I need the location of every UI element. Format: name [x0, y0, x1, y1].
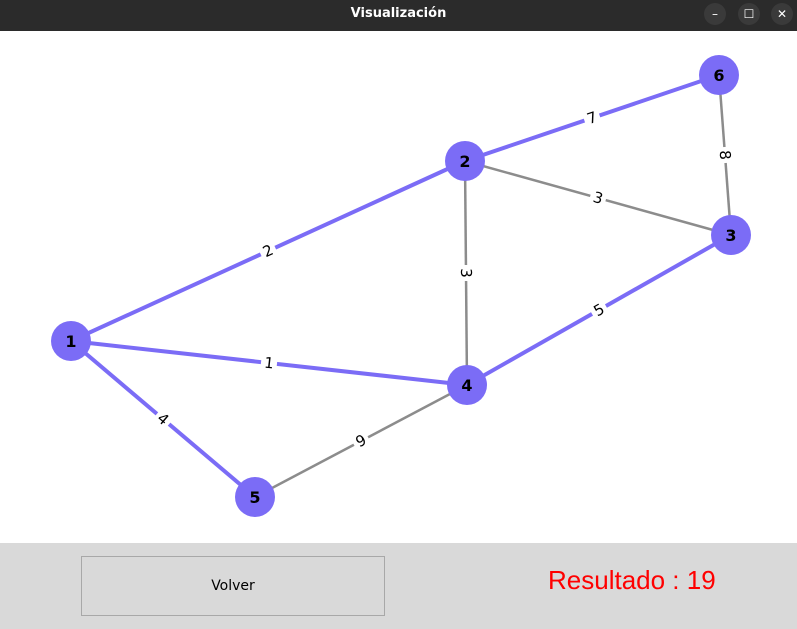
node-label-3: 3 — [725, 226, 736, 245]
node-label-4: 4 — [461, 376, 472, 395]
edge-weight-1-2: 2 — [256, 238, 280, 264]
graph-visualization: 2 1 4 7 5 3 3 8 9 1 2 3 4 5 6 — [51, 55, 751, 517]
graph-canvas: 2 1 4 7 5 3 3 8 9 1 2 3 4 5 6 — [0, 31, 797, 543]
minimize-icon[interactable]: – — [704, 3, 726, 25]
edge-weight-label: 8 — [716, 150, 735, 161]
edge-weight-4-3: 5 — [587, 297, 611, 323]
back-button[interactable]: Volver — [81, 556, 385, 616]
edge-weight-label: 1 — [263, 354, 274, 373]
node-label-1: 1 — [65, 332, 76, 351]
node-label-6: 6 — [713, 66, 724, 85]
window-title: Visualización — [350, 6, 447, 21]
result-label: Resultado : 19 — [548, 565, 716, 595]
footer-panel: Volver Resultado : 19 — [0, 543, 797, 629]
edge-weight-2-6: 7 — [581, 105, 603, 131]
title-bar: Visualización – ☐ ✕ — [0, 0, 797, 31]
node-1 — [51, 321, 91, 361]
node-5 — [235, 477, 275, 517]
edge-weight-6-3: 8 — [714, 146, 736, 164]
edge-weight-1-5: 4 — [150, 406, 176, 432]
close-icon[interactable]: ✕ — [771, 3, 793, 25]
node-3 — [711, 215, 751, 255]
edge-weight-label: 3 — [457, 268, 475, 278]
edge-weight-5-4: 9 — [349, 428, 373, 454]
node-4 — [447, 365, 487, 405]
edge-weight-1-4: 1 — [259, 352, 279, 374]
edge-weight-2-3: 3 — [587, 186, 609, 210]
node-2 — [445, 141, 485, 181]
node-label-2: 2 — [459, 152, 470, 171]
edge-weight-2-4: 3 — [455, 264, 477, 282]
edge-weight-label: 3 — [591, 188, 605, 208]
maximize-icon[interactable]: ☐ — [738, 3, 760, 25]
node-6 — [699, 55, 739, 95]
node-label-5: 5 — [249, 488, 260, 507]
